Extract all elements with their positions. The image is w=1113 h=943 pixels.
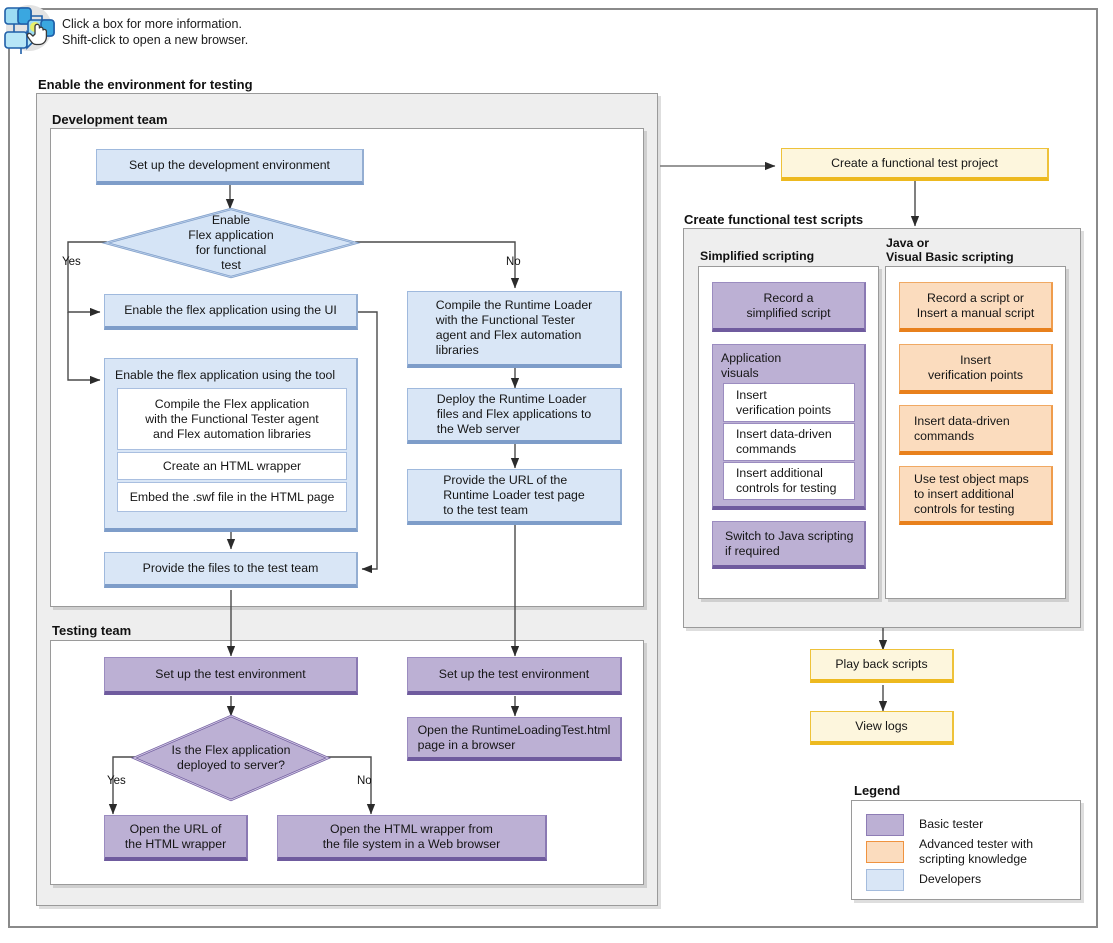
legend-swatch-advanced-tester (866, 841, 904, 863)
edge-label-test-no: No (357, 775, 372, 787)
node-label: Insert additional controls for testing (736, 466, 837, 495)
node-label: Record a simplified script (746, 290, 831, 320)
node-compile-runtime-loader[interactable]: Compile the Runtime Loader with the Func… (407, 291, 622, 368)
edge-label-dev-yes: Yes (62, 256, 81, 268)
node-provide-runtime-url[interactable]: Provide the URL of the Runtime Loader te… (407, 469, 622, 525)
node-switch-to-java-scripting[interactable]: Switch to Java scripting if required (712, 521, 866, 569)
node-label: Play back scripts (835, 657, 928, 671)
legend-swatch-developers (866, 869, 904, 891)
legend-label-developers: Developers (919, 872, 982, 886)
node-label: Provide the files to the test team (142, 561, 319, 575)
decision-is-flex-application-deployed[interactable]: Is the Flex application deployed to serv… (130, 714, 332, 802)
legend-label-advanced-tester: Advanced tester with scripting knowledge (919, 837, 1034, 866)
node-label: Application visuals (721, 351, 782, 380)
node-label: Create an HTML wrapper (162, 458, 302, 473)
node-label: Compile the Flex application with the Fu… (145, 396, 319, 441)
node-create-functional-test-project[interactable]: Create a functional test project (781, 148, 1049, 181)
node-open-html-wrapper-from-filesystem[interactable]: Open the HTML wrapper from the file syst… (277, 815, 547, 861)
decision-label: Enable Flex application for functional t… (188, 213, 274, 272)
node-record-or-insert-manual-script[interactable]: Record a script or Insert a manual scrip… (899, 282, 1053, 332)
node-view-logs[interactable]: View logs (810, 711, 954, 745)
node-provide-files-to-test-team[interactable]: Provide the files to the test team (104, 552, 358, 588)
node-open-url-of-html-wrapper[interactable]: Open the URL of the HTML wrapper (104, 815, 248, 861)
node-label: Set up the test environment (155, 667, 306, 681)
node-label: Insert data-driven commands (736, 427, 832, 456)
node-label: View logs (855, 719, 908, 733)
node-label: Insert verification points (927, 352, 1023, 382)
decision-label: Is the Flex application deployed to serv… (171, 743, 291, 772)
legend-swatch-basic-tester (866, 814, 904, 836)
node-label: Provide the URL of the Runtime Loader te… (443, 473, 585, 517)
node-label: Record a script or Insert a manual scrip… (916, 290, 1035, 320)
node-simplified-insert-data-driven-commands[interactable]: Insert data-driven commands (723, 423, 855, 461)
group-title-enable-environment: Enable the environment for testing (38, 77, 253, 92)
node-create-html-wrapper[interactable]: Create an HTML wrapper (117, 452, 347, 480)
decision-enable-flex-application[interactable]: Enable Flex application for functional t… (101, 207, 361, 279)
group-title-development-team: Development team (52, 112, 168, 127)
node-label: Open the URL of the HTML wrapper (124, 821, 227, 851)
node-embed-swf-file[interactable]: Embed the .swf file in the HTML page (117, 482, 347, 512)
node-label: Open the HTML wrapper from the file syst… (322, 821, 501, 851)
edge-label-dev-no: No (506, 256, 521, 268)
node-setup-development-environment[interactable]: Set up the development environment (96, 149, 364, 185)
node-simplified-insert-additional-controls[interactable]: Insert additional controls for testing (723, 462, 855, 500)
node-simplified-insert-verification-points[interactable]: Insert verification points (723, 383, 855, 422)
node-record-simplified-script[interactable]: Record a simplified script (712, 282, 866, 332)
flowchart-click-icon (2, 4, 60, 56)
node-label: Switch to Java scripting if required (725, 528, 854, 558)
node-open-runtimeloadingtest-page[interactable]: Open the RuntimeLoadingTest.html page in… (407, 717, 622, 761)
group-title-testing-team: Testing team (52, 623, 132, 638)
node-label: Set up the test environment (438, 667, 590, 681)
subtitle-java-vb-scripting: Java or Visual Basic scripting (886, 236, 1014, 264)
legend-label-basic-tester: Basic tester (919, 817, 984, 831)
node-label: Set up the development environment (129, 158, 330, 172)
node-label: Open the RuntimeLoadingTest.html page in… (417, 722, 611, 752)
node-label: Compile the Runtime Loader with the Func… (435, 298, 593, 357)
subtitle-simplified-scripting: Simplified scripting (700, 249, 815, 263)
node-setup-test-environment-right[interactable]: Set up the test environment (407, 657, 622, 695)
node-label: Deploy the Runtime Loader files and Flex… (436, 392, 592, 436)
node-use-test-object-maps[interactable]: Use test object maps to insert additiona… (899, 466, 1053, 525)
node-deploy-runtime-loader[interactable]: Deploy the Runtime Loader files and Flex… (407, 388, 622, 444)
node-label: Create a functional test project (831, 155, 998, 170)
node-play-back-scripts[interactable]: Play back scripts (810, 649, 954, 683)
banner-instructions: Click a box for more information. Shift-… (62, 16, 248, 48)
group-title-create-functional-test-scripts: Create functional test scripts (684, 212, 864, 227)
edge-label-test-yes: Yes (107, 775, 126, 787)
subtitle-line-1: Java or (886, 236, 930, 250)
node-java-insert-data-driven-commands[interactable]: Insert data-driven commands (899, 405, 1053, 455)
node-label: Enable the flex application using the to… (115, 368, 336, 382)
node-setup-test-environment-left[interactable]: Set up the test environment (104, 657, 358, 695)
legend-title: Legend (854, 783, 901, 798)
node-label: Embed the .swf file in the HTML page (129, 489, 335, 504)
banner-line-1: Click a box for more information. (62, 17, 242, 31)
node-compile-flex-application[interactable]: Compile the Flex application with the Fu… (117, 388, 347, 450)
node-java-insert-verification-points[interactable]: Insert verification points (899, 344, 1053, 394)
subtitle-line-2: Visual Basic scripting (886, 250, 1014, 264)
banner-line-2: Shift-click to open a new browser. (62, 33, 249, 47)
node-label: Enable the flex application using the UI (124, 303, 337, 317)
node-enable-flex-application-using-ui[interactable]: Enable the flex application using the UI (104, 294, 358, 330)
node-label: Use test object maps to insert additiona… (914, 471, 1029, 516)
node-label: Insert verification points (736, 387, 832, 417)
node-label: Insert data-driven commands (914, 413, 1010, 443)
